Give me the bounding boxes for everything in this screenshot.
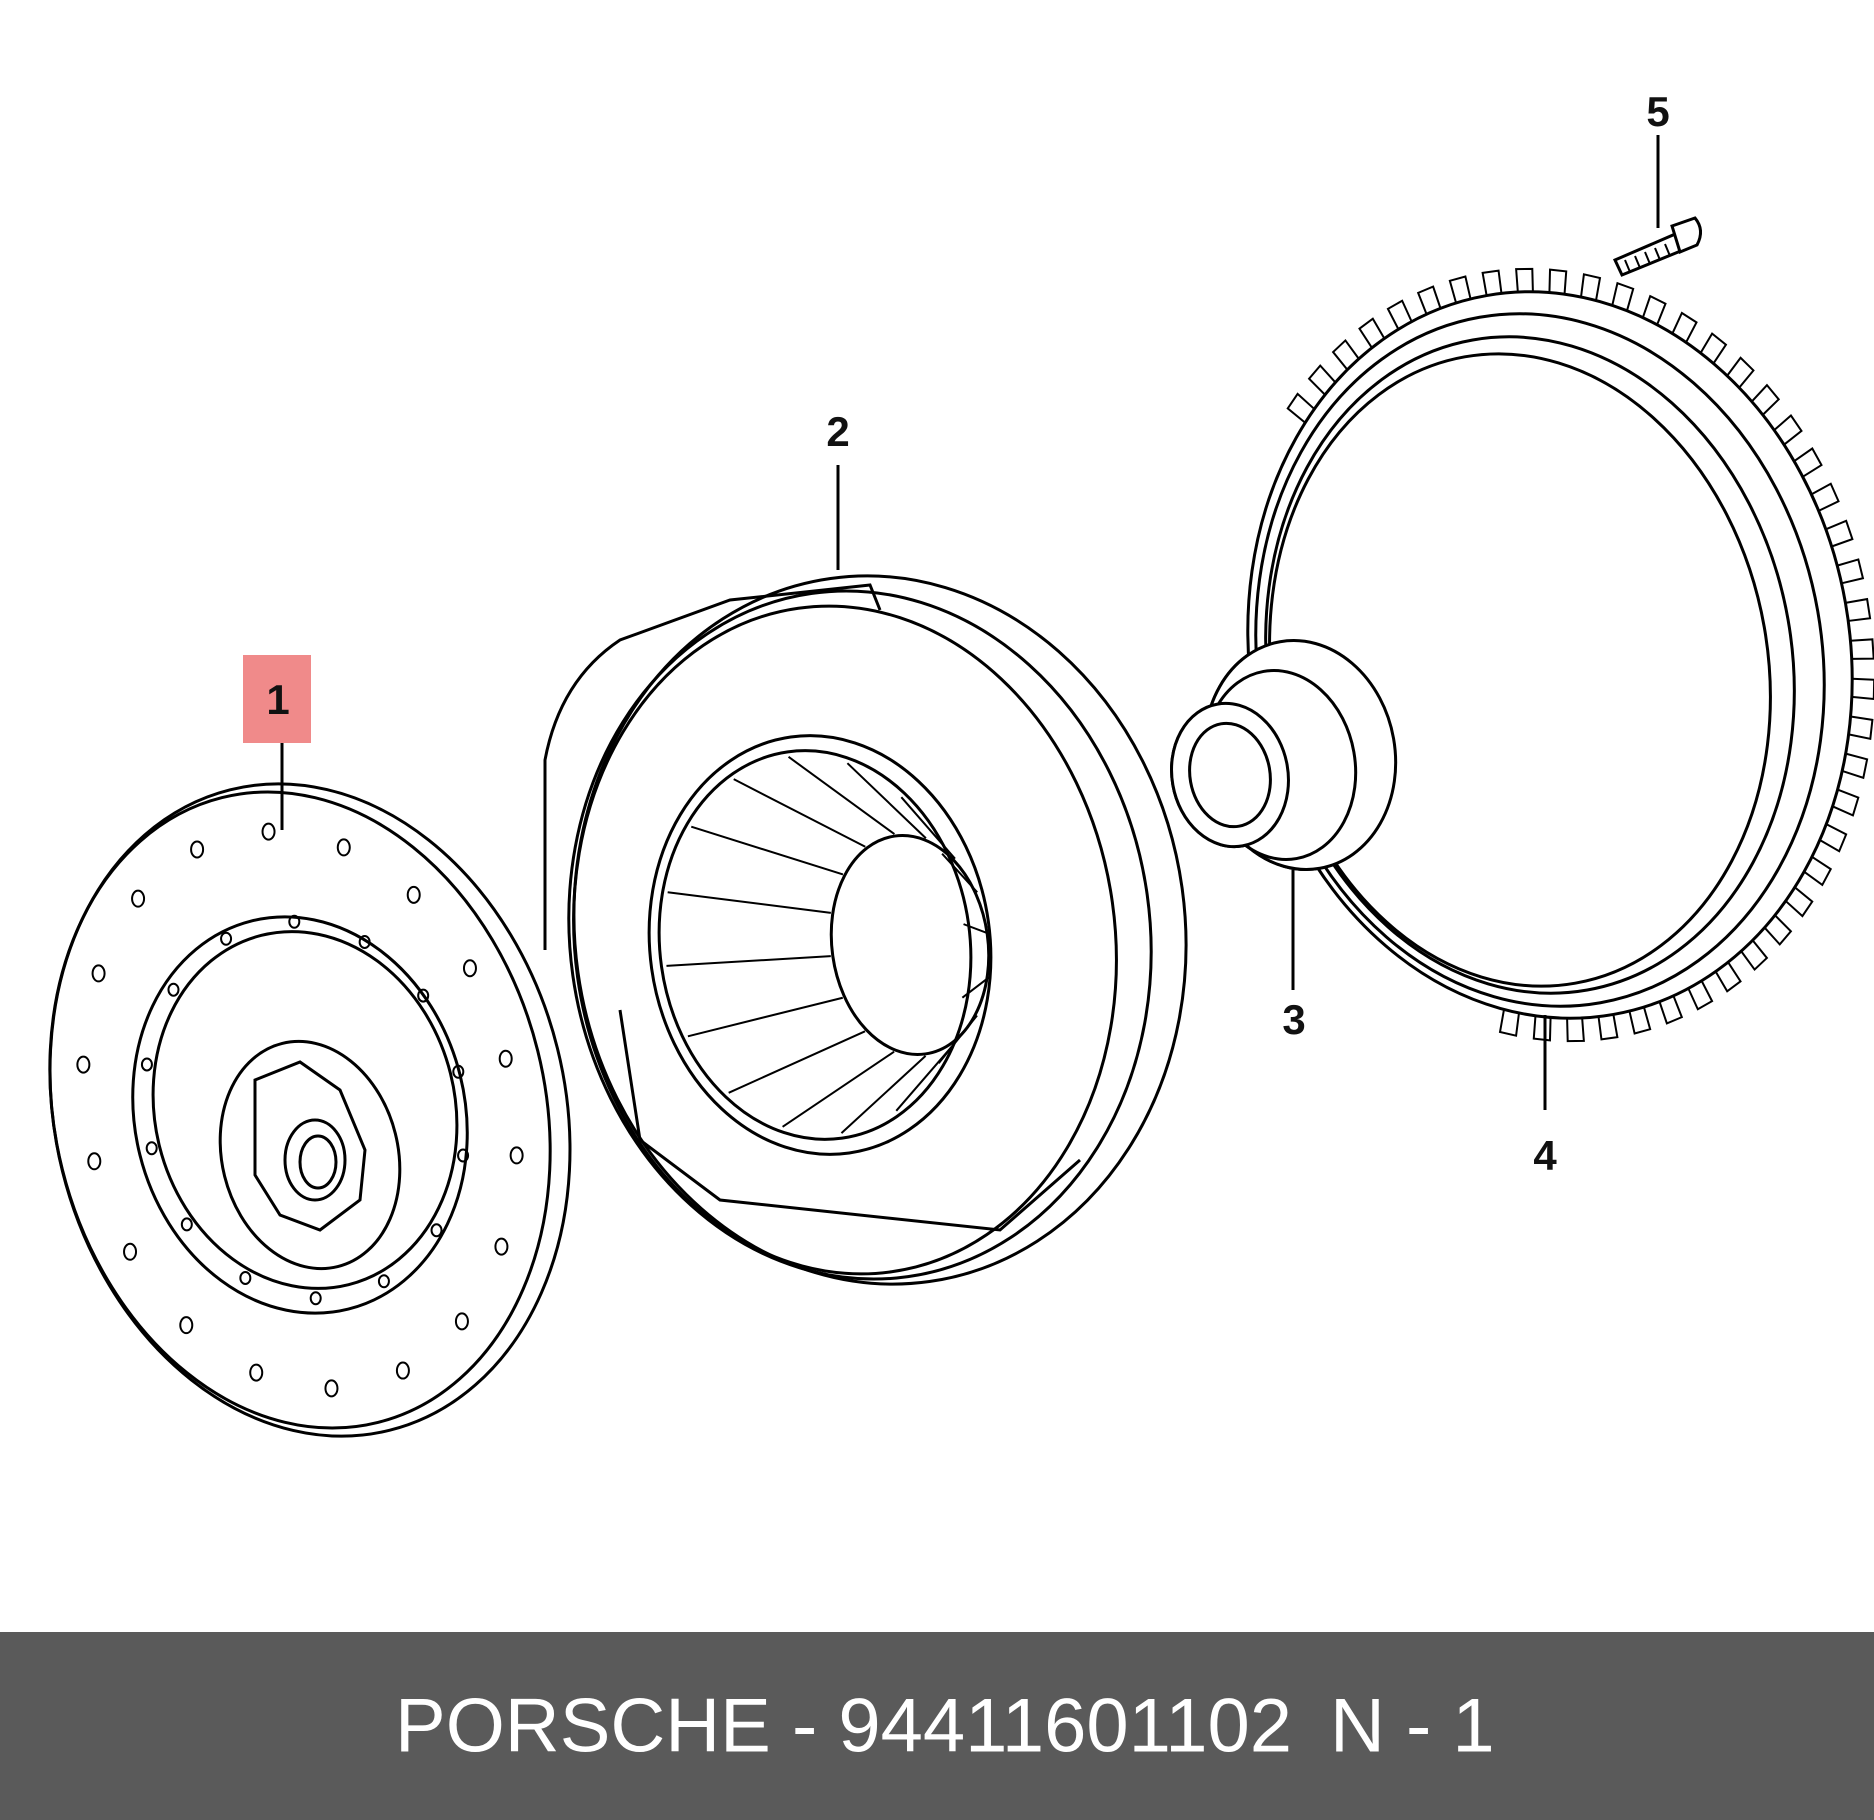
- part-5-bolt[interactable]: [1612, 135, 1702, 277]
- footer-bar: PORSCHE - 94411601102 N - 1: [0, 1632, 1874, 1820]
- callout-5-label[interactable]: 5: [1646, 88, 1670, 135]
- footer-suffix: N - 1: [1330, 1683, 1495, 1769]
- callout-1-highlight: [243, 655, 311, 743]
- callout-2-label[interactable]: 2: [826, 408, 850, 455]
- callout-3-label[interactable]: 3: [1282, 996, 1306, 1043]
- part-1-clutch-disc[interactable]: [0, 728, 637, 1492]
- callout-4-label[interactable]: 4: [1533, 1132, 1557, 1179]
- footer-part-number: PORSCHE - 94411601102: [395, 1683, 1293, 1769]
- callout-1-label[interactable]: 1: [266, 676, 290, 723]
- part-2-pressure-plate[interactable]: [525, 465, 1232, 1324]
- exploded-parts-diagram: [0, 135, 1874, 1492]
- part-4-flywheel[interactable]: [1160, 243, 1874, 1110]
